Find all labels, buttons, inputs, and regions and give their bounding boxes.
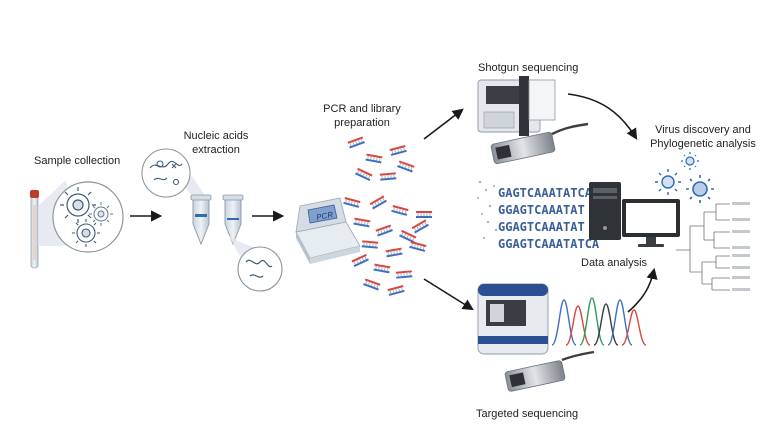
arrow-from-targeted — [627, 267, 658, 313]
dna-fragment — [389, 145, 407, 156]
arrow-to-shotgun — [423, 108, 464, 140]
sample-collection-illustration — [30, 180, 124, 269]
label-pcr-line2: preparation — [334, 117, 390, 129]
sequence-read: GGAGTCAAATATCA — [498, 237, 600, 251]
computer-tower — [589, 182, 621, 240]
sample-swab-tube — [30, 190, 39, 269]
sequencing-cartridge — [504, 350, 595, 392]
dna-fragment — [363, 278, 381, 291]
dna-fragment — [379, 172, 397, 181]
label-targeted-sequencing: Targeted sequencing — [476, 408, 579, 420]
sanger-chromatogram — [551, 297, 647, 346]
pcr-machine: PCR — [295, 197, 361, 264]
label-discovery-line2: Phylogenetic analysis — [650, 138, 756, 150]
virus-icon — [681, 152, 699, 170]
virus-icon — [655, 169, 681, 195]
targeted-sequencer — [477, 283, 549, 355]
sequencing-cartridge — [490, 122, 589, 165]
dna-fragment — [361, 240, 379, 249]
phylogenetic-tree — [676, 202, 750, 291]
dna-fragment — [409, 241, 427, 252]
nucleic-acid-magnifier — [141, 148, 191, 198]
extraction-illustration — [141, 148, 283, 292]
dna-fragment — [369, 195, 387, 210]
dna-fragment — [351, 253, 369, 268]
sequence-reads: GAGTCAAATATCAT GGAGTCAAATAT GGAGTCAAATAT… — [476, 180, 600, 251]
label-pcr-preparation: PCR and library preparation — [314, 102, 410, 130]
read-particles — [476, 180, 498, 240]
label-data-analysis: Data analysis — [581, 257, 648, 269]
virus-icon — [60, 187, 96, 223]
label-pcr-line1: PCR and library — [323, 103, 401, 115]
pcr-screen-label: PCR — [316, 210, 334, 222]
dna-fragment — [373, 263, 391, 274]
dna-fragment — [343, 197, 361, 208]
dna-fragment — [399, 229, 417, 244]
sequence-read: GGAGTCAAATAT — [498, 203, 585, 217]
label-extraction-line2: extraction — [192, 144, 240, 156]
label-shotgun-sequencing: Shotgun sequencing — [478, 62, 579, 74]
virus-icon — [72, 219, 100, 247]
dna-fragment — [416, 211, 432, 218]
computer-monitor — [622, 199, 680, 247]
label-extraction-line1: Nucleic acids — [183, 130, 249, 142]
label-virus-discovery: Virus discovery and Phylogenetic analysi… — [638, 123, 768, 151]
microcentrifuge-tube — [222, 194, 244, 246]
dna-fragment — [375, 224, 393, 237]
sequence-read: GAGTCAAATATCAT — [498, 186, 599, 200]
microcentrifuge-tube — [190, 194, 212, 246]
dna-fragment — [385, 247, 403, 258]
label-sample-collection: Sample collection — [34, 155, 121, 167]
rna-magnifier — [237, 246, 283, 292]
pcr-display — [307, 204, 338, 224]
dna-fragment — [355, 167, 373, 182]
dna-fragment — [411, 219, 429, 234]
dna-fragment — [395, 270, 413, 279]
dna-fragment — [353, 217, 371, 228]
magnifier-circle — [52, 181, 124, 253]
label-extraction: Nucleic acids extraction — [176, 129, 256, 157]
zoom-cone-bottom — [229, 236, 262, 264]
arrow-to-targeted — [423, 278, 474, 311]
dna-fragments-library — [343, 136, 432, 296]
sequence-read: GGAGTCAAATAT — [498, 220, 585, 234]
label-discovery-line1: Virus discovery and — [655, 124, 751, 136]
dna-fragment — [365, 153, 383, 164]
arrow-to-discovery — [567, 93, 638, 140]
virus-icon — [686, 175, 714, 203]
virus-icon — [89, 202, 113, 226]
dna-fragment — [387, 285, 405, 296]
dna-fragment — [347, 136, 365, 149]
dna-fragment — [391, 205, 409, 216]
dna-fragment — [397, 160, 415, 173]
shotgun-sequencer — [477, 76, 556, 136]
